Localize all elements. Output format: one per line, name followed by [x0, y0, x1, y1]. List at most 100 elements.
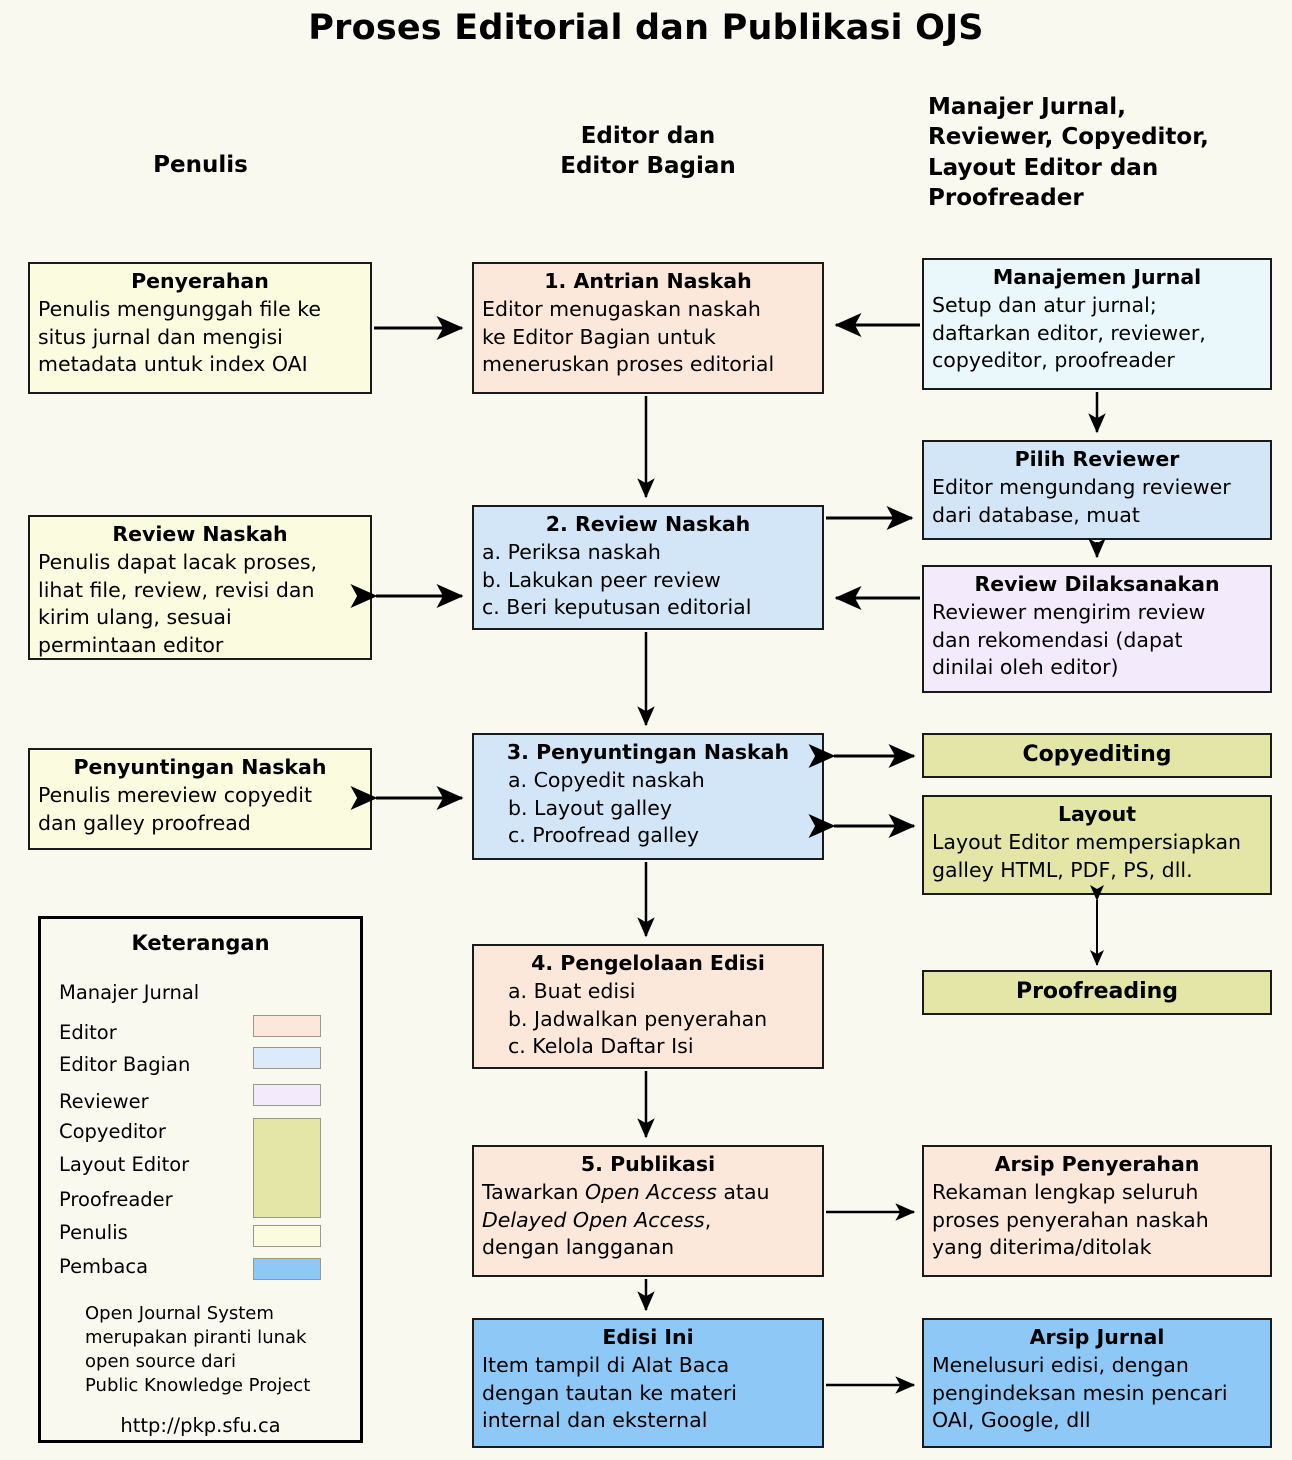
box-body-line: OAI, Google, dll — [932, 1408, 1091, 1433]
box-body-line: dari database, muat — [932, 502, 1140, 527]
box-body-line: b. Jadwalkan penyerahan — [508, 1006, 768, 1031]
box-penyuntingan-naskah[interactable]: 3. Penyuntingan Naskah a. Copyedit naskah… — [472, 733, 824, 860]
box-body-line: Tawarkan Open Access atau — [482, 1180, 770, 1205]
column-header-editor-line2: Editor Bagian — [560, 153, 736, 180]
box-body-line: a. Buat edisi — [508, 979, 636, 1004]
legend-note-line2: merupakan piranti lunak — [85, 1326, 307, 1348]
box-body-line: Reviewer mengirim review — [932, 600, 1206, 625]
box-heading: Proofreading — [1015, 979, 1179, 1005]
box-body-line: copyeditor, proofreader — [932, 348, 1175, 373]
box-body-line: Setup dan atur jurnal; — [932, 293, 1157, 318]
box-body-line: galley HTML, PDF, PS, dll. — [932, 857, 1193, 882]
box-body-line: Penulis dapat lacak proses, — [38, 550, 318, 575]
box-heading: Arsip Penyerahan — [994, 1152, 1200, 1176]
column-header-lainnya-line3: Layout Editor dan — [928, 154, 1159, 181]
column-header-lainnya-line1: Manajer Jurnal, — [928, 94, 1126, 120]
box-body-line: c. Beri keputusan editorial — [482, 595, 752, 620]
legend-color-swatch — [253, 1258, 321, 1280]
legend-item-label: Pembaca — [59, 1255, 149, 1278]
box-body-line: b. Layout galley — [508, 795, 672, 820]
box-heading: 4. Pengelolaan Edisi — [531, 951, 765, 975]
box-body-line: Penulis mengunggah file ke — [38, 297, 321, 322]
legend-color-swatch — [253, 1084, 321, 1106]
box-body-line: permintaan editor — [38, 632, 224, 657]
box-body-line: dinilai oleh editor) — [932, 655, 1119, 680]
legend-note: Open Journal System merupakan piranti lu… — [85, 1302, 310, 1398]
box-heading: 2. Review Naskah — [545, 512, 751, 536]
box-body-line: c. Proofread galley — [508, 823, 699, 848]
legend-item-label: Editor — [59, 1021, 117, 1044]
box-copyediting[interactable]: Copyediting — [922, 733, 1272, 778]
box-body-line: kirim ulang, sesuai — [38, 605, 232, 630]
box-body-line: situs jurnal dan mengisi — [38, 324, 283, 349]
box-heading: 3. Penyuntingan Naskah — [506, 740, 790, 764]
column-header-lainnya-line2: Reviewer, Copyeditor, — [928, 124, 1209, 151]
box-body-line: a. Copyedit naskah — [508, 768, 705, 793]
box-body-line: ke Editor Bagian untuk — [482, 324, 716, 349]
box-body-line: meneruskan proses editorial — [482, 352, 775, 377]
box-heading: 5. Publikasi — [580, 1152, 716, 1176]
box-heading: Review Dilaksanakan — [974, 572, 1220, 596]
box-body-line: Menelusuri edisi, dengan — [932, 1353, 1189, 1378]
legend-color-swatch — [253, 1225, 321, 1247]
box-heading: Manajemen Jurnal — [992, 265, 1202, 289]
box-body-line: pengindeksan mesin pencari — [932, 1380, 1228, 1405]
legend-color-swatch — [253, 1118, 321, 1218]
legend-color-swatch — [253, 1015, 321, 1037]
box-body: Setup dan atur jurnal;daftarkan editor, … — [932, 292, 1262, 374]
box-body-line: yang diterima/ditolak — [932, 1235, 1152, 1260]
box-body-line: Item tampil di Alat Baca — [482, 1353, 730, 1378]
box-body-line: dengan langganan — [482, 1235, 675, 1260]
legend-title: Keterangan — [131, 931, 270, 955]
page-title: Proses Editorial dan Publikasi OJS — [308, 8, 984, 48]
legend-color-swatch — [253, 1047, 321, 1069]
box-heading: Copyediting — [1022, 742, 1172, 768]
box-body-line: dengan tautan ke materi — [482, 1380, 737, 1405]
box-body-line: Rekaman lengkap seluruh — [932, 1180, 1199, 1205]
box-body-line: metadata untuk index OAI — [38, 352, 308, 377]
box-body-line: proses penyerahan naskah — [932, 1207, 1209, 1232]
box-body-line: lihat file, review, revisi dan — [38, 577, 315, 602]
legend-item-label: Editor Bagian — [59, 1053, 191, 1076]
box-body-line: a. Periksa naskah — [482, 540, 661, 565]
box-heading: Layout — [1057, 802, 1137, 826]
box-proofreading[interactable]: Proofreading — [922, 970, 1272, 1015]
column-header-penulis-label: Penulis — [153, 152, 248, 178]
box-body: Penulis dapat lacak proses,lihat file, r… — [38, 549, 362, 659]
box-body-line: dan rekomendasi (dapat — [932, 627, 1183, 652]
legend-note-line1: Open Journal System — [85, 1303, 274, 1324]
box-heading: Pilih Reviewer — [1014, 447, 1180, 471]
box-heading: Edisi Ini — [602, 1325, 694, 1349]
box-body-line: dan galley proofread — [38, 810, 251, 835]
legend-item-label: Manajer Jurnal — [59, 981, 200, 1004]
legend-item-label: Penulis — [59, 1221, 128, 1244]
box-body-line: b. Lakukan peer review — [482, 567, 721, 592]
box-body-line: daftarkan editor, reviewer, — [932, 320, 1206, 345]
box-heading: Penyerahan — [131, 269, 269, 293]
